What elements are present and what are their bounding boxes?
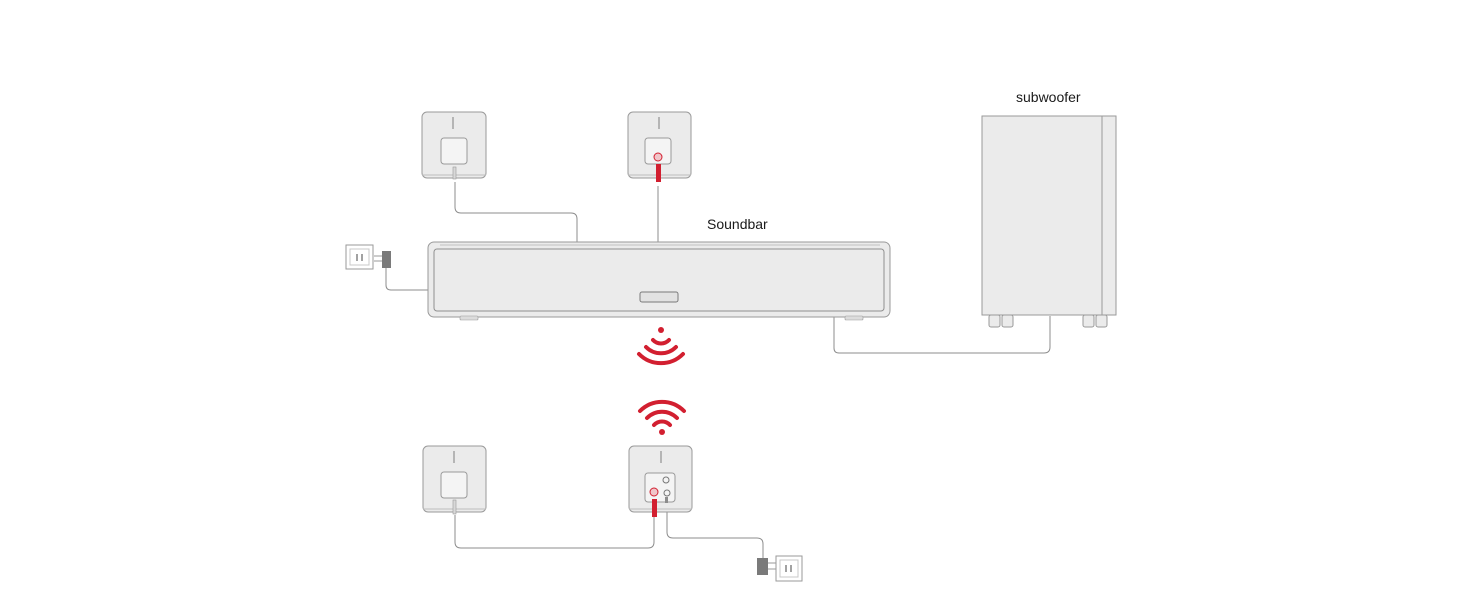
cable-bottom-right-to-outlet [666,498,764,560]
cable-bottom-left-to-bottom-right [454,512,655,549]
cable-soundbar-to-subwoofer [833,316,1051,354]
wireless-signal-icon [637,327,685,366]
power-outlet-icon [345,244,374,270]
cables [385,182,1051,560]
rear-speaker-top-right [627,111,692,182]
soundbar [427,241,891,321]
soundbar-logo [639,291,679,303]
rear-speaker-top-left [421,111,487,180]
subwoofer-label: subwoofer [1016,89,1081,105]
soundbar-label: Soundbar [707,216,768,232]
cable-outlet-to-soundbar [385,268,430,291]
rear-speaker-bottom-right [628,445,693,517]
power-plug-icon [374,251,391,268]
power-plug-icon-bottom [757,558,776,575]
power-outlet-icon-bottom [775,555,803,582]
cable-rear-left-to-soundbar [454,182,578,242]
subwoofer [981,115,1117,328]
rear-speaker-bottom-left [422,445,487,515]
wifi-icon [638,399,686,435]
